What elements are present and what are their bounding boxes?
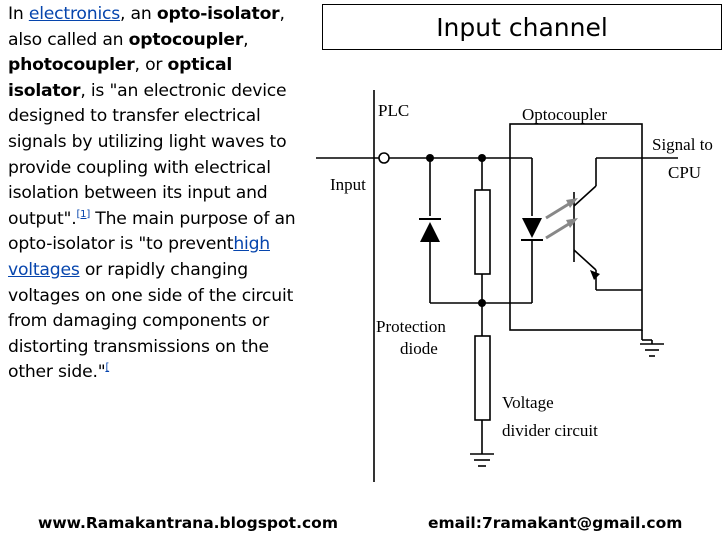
- slide-title: Input channel: [322, 4, 722, 50]
- article-text: In electronics, an opto-isolator, also c…: [8, 4, 296, 383]
- label-divider-circuit: divider circuit: [502, 421, 598, 440]
- label-input: Input: [330, 175, 366, 194]
- label-optocoupler: Optocoupler: [522, 105, 607, 124]
- footer-email: email:7ramakant@gmail.com: [428, 514, 683, 532]
- protection-diode-symbol: [420, 222, 440, 242]
- input-terminal: [378, 152, 390, 164]
- resistor-top: [474, 189, 491, 275]
- term-photocoupler: photocoupler: [8, 55, 135, 76]
- high-voltages-link[interactable]: high voltages: [8, 234, 270, 280]
- term-optocoupler: optocoupler: [128, 29, 244, 50]
- term-opto-isolator: opto-isolator: [156, 4, 280, 24]
- input-channel-diagram: PLC Optocoupler Signal to CPU Input Prot…: [316, 66, 728, 490]
- label-protection: Protection: [376, 317, 446, 336]
- circuit-svg: PLC Optocoupler Signal to CPU Input Prot…: [316, 90, 713, 482]
- resistor-bottom: [474, 335, 491, 421]
- optocoupler-box: [509, 123, 643, 331]
- reference-1-link[interactable]: [1]: [76, 208, 91, 220]
- led-symbol: [522, 218, 542, 238]
- label-diode: diode: [400, 339, 438, 358]
- footer-website: www.Ramakantrana.blogspot.com: [38, 514, 338, 532]
- label-signal-to: Signal to: [652, 135, 713, 154]
- label-cpu: CPU: [668, 163, 701, 182]
- label-plc: PLC: [378, 101, 409, 120]
- electronics-link[interactable]: electronics: [28, 4, 121, 24]
- reference-2-link[interactable]: [: [105, 362, 110, 374]
- label-voltage: Voltage: [502, 393, 554, 412]
- term-optical-isolator: optical isolator: [8, 55, 233, 101]
